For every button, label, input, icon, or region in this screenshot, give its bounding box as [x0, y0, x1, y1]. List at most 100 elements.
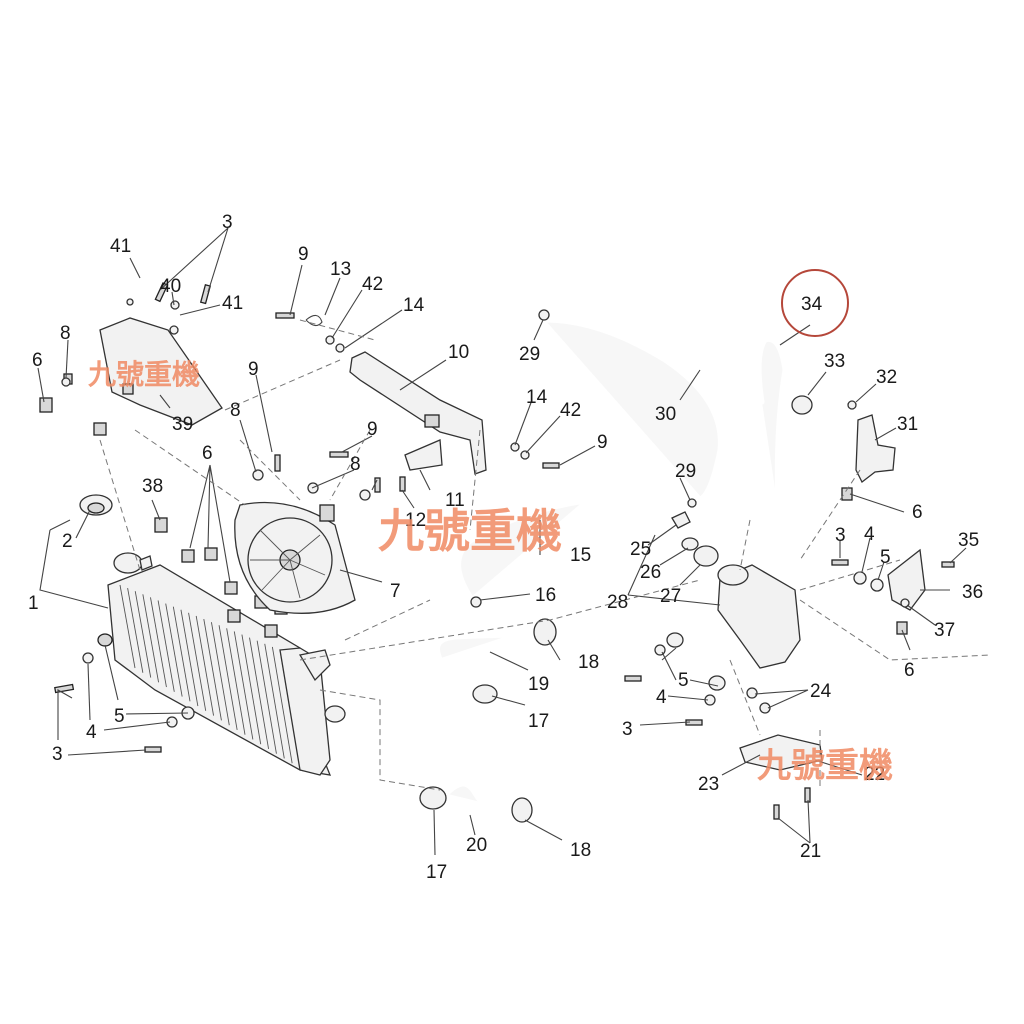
label-30: 30 — [655, 404, 676, 425]
label-19: 19 — [528, 674, 549, 695]
label-24: 24 — [810, 681, 832, 702]
label-9: 9 — [248, 359, 259, 380]
radiator-fin — [233, 631, 254, 740]
label-3: 3 — [52, 744, 63, 765]
label-18: 18 — [578, 652, 599, 673]
radiator-fin — [195, 615, 215, 716]
label-35: 35 — [958, 530, 979, 551]
label-2: 2 — [62, 531, 73, 552]
label-3: 3 — [622, 719, 633, 740]
label-8: 8 — [230, 400, 241, 421]
label-20: 20 — [466, 835, 487, 856]
label-36: 36 — [962, 582, 983, 603]
radiator-fin — [249, 637, 270, 750]
shroud — [39, 317, 223, 436]
label-9: 9 — [597, 432, 608, 453]
label-5: 5 — [880, 547, 891, 568]
label-41: 41 — [222, 293, 243, 314]
radiator-fin — [271, 646, 293, 764]
radiator-fin — [119, 584, 136, 669]
upper-bracket — [349, 351, 487, 475]
label-9: 9 — [298, 244, 309, 265]
label-41: 41 — [110, 236, 131, 257]
hoses — [425, 317, 788, 817]
highlight-circle — [781, 269, 849, 337]
radiator-fin — [180, 609, 199, 707]
radiator-fin — [210, 622, 230, 726]
label-17: 17 — [426, 862, 447, 883]
radiator-fin — [157, 600, 175, 692]
label-25: 25 — [630, 539, 651, 560]
label-6: 6 — [32, 350, 43, 371]
label-39: 39 — [172, 414, 193, 435]
radiator-fin — [241, 634, 262, 745]
label-10: 10 — [448, 342, 469, 363]
radiator-fin — [226, 628, 246, 735]
label-1: 1 — [28, 593, 39, 614]
label-38: 38 — [142, 476, 163, 497]
label-5: 5 — [114, 706, 125, 727]
label-23: 23 — [698, 774, 719, 795]
radiator-fin — [172, 606, 191, 702]
label-4: 4 — [86, 722, 97, 743]
label-37: 37 — [934, 620, 955, 641]
label-13: 13 — [330, 259, 351, 280]
radiator-cap — [79, 494, 113, 516]
part-number-labels: 1 2 3 3 3 3 4 4 4 5 5 5 6 6 6 6 7 8 8 8 … — [28, 212, 983, 883]
label-16: 16 — [535, 585, 556, 606]
label-4: 4 — [864, 524, 875, 545]
label-3: 3 — [835, 525, 846, 546]
leader-lines — [37, 227, 991, 856]
radiator-fin — [256, 640, 277, 754]
label-6: 6 — [202, 443, 213, 464]
label-28: 28 — [607, 592, 628, 613]
label-21: 21 — [800, 841, 821, 862]
radiator-fin — [203, 618, 222, 721]
label-4: 4 — [656, 687, 667, 708]
watermark-center: 九號重機 — [378, 504, 562, 558]
radiator-fin — [264, 643, 285, 759]
radiator-fin — [142, 594, 160, 683]
radiator-fin — [134, 591, 152, 678]
label-12: 12 — [405, 510, 426, 531]
label-22: 22 — [864, 764, 885, 785]
label-11: 11 — [445, 490, 465, 511]
label-33: 33 — [824, 351, 845, 372]
radiator-fin — [127, 588, 144, 673]
watermark-bottom-right: 九號重機 — [757, 746, 893, 786]
right-brackets — [624, 395, 955, 820]
label-32: 32 — [876, 367, 897, 388]
label-14: 14 — [526, 387, 548, 408]
label-3: 3 — [222, 212, 233, 233]
radiator-fin — [165, 603, 183, 697]
label-8: 8 — [350, 454, 361, 475]
label-8: 8 — [60, 323, 71, 344]
label-42: 42 — [362, 274, 383, 295]
label-34: 34 — [801, 294, 823, 315]
expansion-tank — [671, 511, 801, 669]
label-5: 5 — [678, 670, 689, 691]
hose-clamps — [419, 309, 697, 823]
label-15: 15 — [570, 545, 591, 566]
label-27: 27 — [660, 586, 681, 607]
label-14: 14 — [403, 295, 425, 316]
label-18: 18 — [570, 840, 591, 861]
label-6: 6 — [904, 660, 915, 681]
cooling-fan — [234, 501, 356, 614]
label-17: 17 — [528, 711, 549, 732]
radiator — [107, 547, 346, 776]
label-6: 6 — [912, 502, 923, 523]
label-29: 29 — [675, 461, 696, 482]
radiator-fin — [218, 625, 238, 730]
radiator-fin — [150, 597, 167, 688]
label-31: 31 — [897, 414, 918, 435]
label-26: 26 — [640, 562, 661, 583]
label-42: 42 — [560, 400, 581, 421]
label-29: 29 — [519, 344, 540, 365]
radiator-fin — [188, 612, 207, 711]
label-7: 7 — [390, 581, 401, 602]
label-40: 40 — [160, 276, 181, 297]
label-9: 9 — [367, 419, 378, 440]
watermark-top-left: 九號重機 — [88, 358, 200, 391]
